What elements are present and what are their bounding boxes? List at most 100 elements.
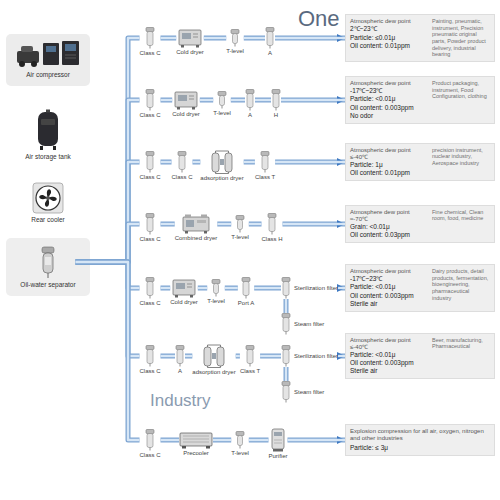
component-label: Class C — [139, 236, 160, 243]
small-icon — [235, 215, 245, 233]
component-label: Rear cooler — [31, 216, 65, 223]
small-symbol — [211, 279, 221, 297]
pipe-outline — [283, 222, 346, 227]
pipe-outline — [244, 160, 255, 165]
component-label: Steam filter — [294, 321, 324, 328]
spec-value: Sterile air — [350, 367, 428, 375]
component-node: A — [175, 345, 185, 375]
pipe-core — [260, 355, 281, 357]
spec-application: Painting, pneumatic, instrument, Precisi… — [432, 18, 490, 58]
filter-symbol — [145, 151, 155, 173]
dryer-symbol — [178, 28, 202, 48]
application-text: Product packaging, instrument, Food Conf… — [432, 80, 490, 100]
spec-box: Atmospheric dew point ≤-40℃Particle: <0.… — [345, 333, 495, 380]
component-label: Cold dryer — [176, 49, 204, 56]
combo-symbol — [182, 214, 210, 234]
pipe-connector — [76, 100, 140, 262]
component-node: Class T — [255, 151, 275, 181]
spec-application: Beer, manufacturing, Pharmaceutical — [432, 337, 490, 376]
pipe-connector — [255, 100, 271, 101]
component-label: H — [274, 112, 278, 119]
filter-symbol — [175, 345, 185, 367]
pipe-outline — [200, 98, 213, 103]
pipe-outline — [281, 98, 345, 103]
small-symbol — [217, 91, 227, 109]
pipe-core — [283, 223, 346, 225]
pipe-connector — [161, 162, 172, 163]
application-text: Beer, manufacturing, Pharmaceutical — [432, 337, 490, 350]
pipe-outline — [76, 100, 140, 262]
component-node: Class T — [240, 345, 260, 375]
pipe-core — [255, 99, 271, 101]
spec-value: Grain: <0.01μ — [350, 223, 428, 231]
component-label: T-level — [213, 110, 231, 117]
dew-point-heading: Atmospheric dew point — [350, 268, 428, 275]
pipe-outline — [76, 38, 140, 262]
pipe-connector — [244, 38, 265, 39]
adsorb-symbol — [209, 150, 235, 174]
pipe-outline — [76, 162, 140, 262]
compressor-panel — [6, 34, 90, 86]
equipment-node: Air storage tank — [25, 109, 71, 160]
component-label: A — [248, 112, 252, 119]
pipe-outline — [225, 286, 238, 291]
pipe-connector — [213, 440, 231, 441]
component-node: Cold dryer — [170, 278, 198, 306]
pipe-core — [285, 367, 287, 381]
component-node: Combined dryer — [175, 214, 218, 242]
component-label: Class T — [240, 368, 260, 375]
dew-point-heading: Atmospheric dew point ≤-40℃ — [350, 337, 428, 351]
filter-symbol — [145, 429, 155, 451]
pipe-core — [161, 37, 177, 39]
filter-symbol — [281, 345, 291, 367]
pur-symbol — [270, 428, 286, 452]
small-icon — [211, 279, 221, 297]
component-label: Air storage tank — [25, 153, 71, 160]
component-label: Air compressor — [26, 71, 70, 78]
filter-icon — [281, 345, 291, 367]
pipe-outline — [213, 438, 231, 443]
component-node: Port A — [238, 277, 254, 307]
spec-box: Explosion compression for all air, oxyge… — [345, 424, 495, 456]
pipe-core — [161, 161, 172, 163]
filter-icon — [245, 345, 255, 367]
pre-symbol — [179, 431, 213, 449]
spec-value: Oil content: 0.003ppm — [350, 359, 428, 367]
dew-point-heading: Atmosphere dew point ≈-70℃ — [350, 209, 428, 223]
sep-icon — [38, 245, 58, 279]
filter-symbol — [281, 381, 291, 403]
pipe-core — [288, 439, 346, 441]
spec-value: Oil content: 0.01ppm — [350, 42, 428, 50]
pipe-connector — [286, 367, 287, 381]
pipe-outline — [161, 36, 177, 41]
filter-icon — [260, 151, 270, 173]
pipe-core — [213, 439, 231, 441]
pipe-connector — [249, 440, 269, 441]
pipe-connector — [260, 356, 281, 357]
tank-icon — [34, 109, 62, 151]
spec-value: Particle: 1μ — [350, 161, 428, 169]
adsorb-symbol — [201, 344, 227, 368]
spec-values: Atmospheric dew point ≤-40℃Particle: 1μO… — [350, 147, 428, 178]
small-symbol — [235, 215, 245, 233]
pipe-core — [76, 262, 140, 440]
pipe-core — [275, 161, 345, 163]
pipe-connector — [283, 224, 346, 225]
component-node: Class C — [139, 277, 160, 307]
spec-value: Sterile air — [350, 300, 428, 308]
pipe-connector — [198, 288, 207, 289]
pipe-core — [161, 439, 180, 441]
pipe-connector — [281, 100, 345, 101]
pipe-outline — [161, 222, 175, 227]
pipe-connector — [338, 356, 345, 357]
pipe-core — [76, 100, 140, 262]
dryer-symbol — [172, 278, 196, 298]
pipe-core — [76, 162, 140, 262]
component-label: Oil-water separator — [20, 281, 75, 288]
filter-icon — [175, 345, 185, 367]
spec-value: Oil content: 0.003ppm — [350, 104, 428, 112]
pipe-outline — [198, 286, 207, 291]
pipe-connector — [193, 162, 201, 163]
pipe-core — [249, 439, 269, 441]
pipe-connector — [249, 224, 262, 225]
